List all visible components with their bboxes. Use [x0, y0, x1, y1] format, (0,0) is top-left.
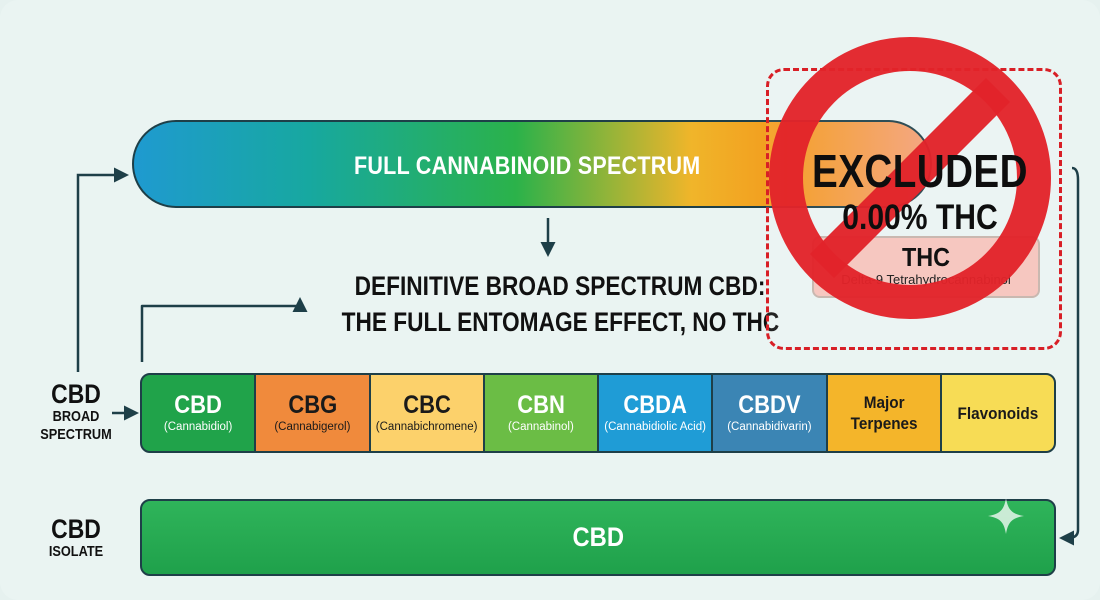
cell-cbd: CBD (Cannabidiol) [142, 375, 257, 451]
cell-abbr: CBN [517, 391, 565, 419]
cell-text: Flavonoids [957, 403, 1039, 423]
cell-cbda: CBDA (Cannabidiolic Acid) [599, 375, 714, 451]
excluded-title: EXCLUDED [812, 145, 1028, 197]
cell-abbr: CBG [287, 391, 337, 419]
cell-cbn: CBN (Cannabinol) [484, 375, 599, 451]
cell-cbdv: CBDV (Cannabidivarin) [713, 375, 828, 451]
excluded-thc-percent: 0.00% THC [842, 198, 998, 237]
thc-card: THC Delta-9 Tetrahydrocannabinol [812, 236, 1040, 298]
isolate-bar-label: CBD [572, 522, 624, 552]
isolate-label: CBD ISOLATE [30, 515, 122, 561]
headline: DEFINITIVE BROAD SPECTRUM CBD: THE FULL … [341, 268, 780, 340]
isolate-label-sub: ISOLATE [48, 543, 104, 560]
cell-abbr: CBC [402, 391, 451, 419]
arrow-broad-to-full [76, 167, 129, 372]
cell-abbr: CBDA [623, 391, 687, 419]
cell-cbg: CBG (Cannabigerol) [256, 375, 371, 451]
cell-full-name: (Cannabigerol) [274, 421, 351, 433]
cell-full-name: (Cannabinol) [507, 421, 574, 433]
broad-label-sub2: SPECTRUM [40, 426, 112, 443]
broad-spectrum-row: CBD (Cannabidiol) CBG (Cannabigerol) CBC… [140, 373, 1056, 453]
broad-spectrum-label: CBD BROAD SPECTRUM [30, 380, 122, 444]
thc-title: THC [901, 242, 951, 272]
cell-full-name: (Cannabidiol) [163, 421, 233, 433]
cell-major-terpenes: Major Terpenes [827, 375, 942, 451]
cell-text: Major Terpenes [850, 393, 918, 433]
broad-label-sub1: BROAD [52, 408, 100, 425]
sparkle-icon [988, 498, 1024, 534]
arrow-row-to-headline [140, 297, 308, 362]
full-spectrum-label: FULL CANNABINOID SPECTRUM [354, 152, 701, 180]
arrow-excluded-to-isolate [1059, 166, 1080, 546]
cell-abbr: CBDV [738, 391, 801, 419]
thc-subtitle: Delta-9 Tetrahydrocannabinol [841, 272, 1011, 287]
cell-flavonoids: Flavonoids [941, 375, 1054, 451]
cell-full-name: (Cannabidiolic Acid) [604, 421, 706, 433]
broad-label-main: CBD [51, 379, 101, 409]
isolate-label-main: CBD [51, 514, 101, 544]
cell-full-name: (Cannabidivarin) [727, 421, 812, 433]
cbd-isolate-bar: CBD [140, 499, 1056, 576]
headline-line-2: THE FULL ENTOMAGE EFFECT, NO THC [341, 307, 780, 337]
cell-abbr: CBD [174, 391, 222, 419]
headline-line-1: DEFINITIVE BROAD SPECTRUM CBD: [354, 271, 766, 301]
cell-full-name: (Cannabichromene) [375, 421, 478, 433]
cell-cbc: CBC (Cannabichromene) [370, 375, 485, 451]
